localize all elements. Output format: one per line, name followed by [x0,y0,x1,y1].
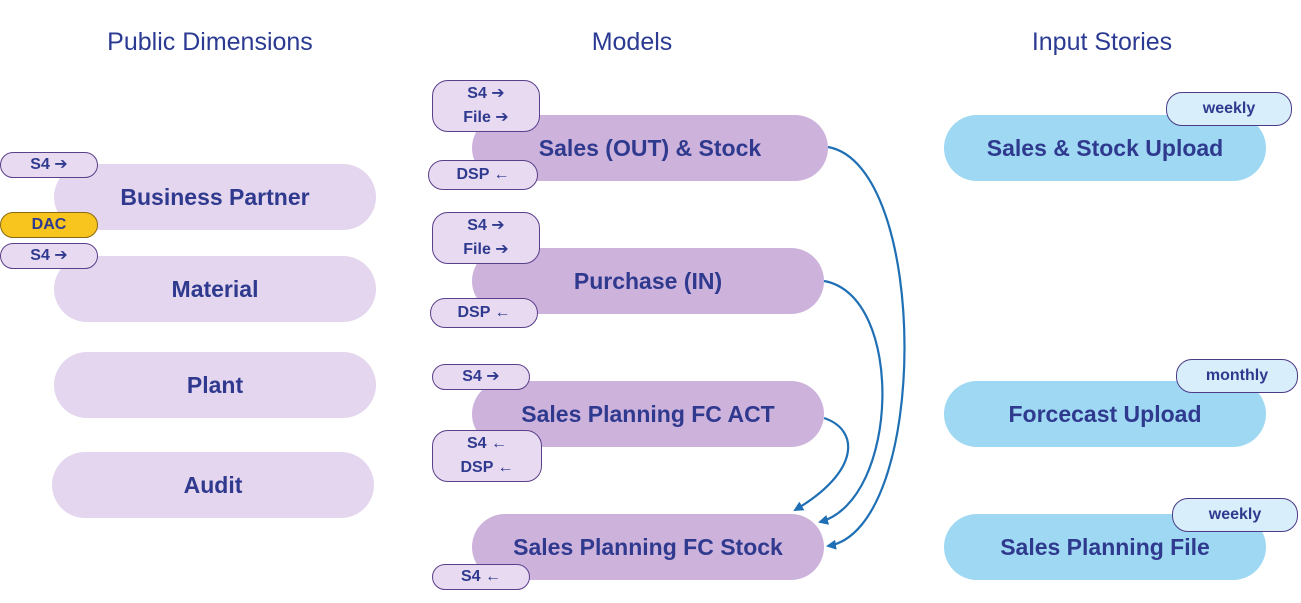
tag-story3-frequency: weekly [1172,498,1298,532]
dimension-material: Material [54,256,376,322]
tag-story2-frequency: monthly [1176,359,1298,393]
tag-m2-dsp-outbound: DSP ← [430,298,538,328]
tag-m1-s4: S4 ➔ [467,85,505,102]
tag-story1-frequency: weekly [1166,92,1292,126]
tag-m3-outbound: S4 ← DSP ← [432,430,542,482]
tag-m3-s4-inbound: S4 ➔ [432,364,530,390]
tag-m3-dsp-out: DSP ← [460,459,514,476]
header-public-dimensions: Public Dimensions [107,28,313,56]
dimension-audit: Audit [52,452,374,518]
header-models: Models [591,28,673,56]
tag-m2-inbound: S4 ➔ File ➔ [432,212,540,264]
story-forecast-upload: Forcecast Upload [944,381,1266,447]
dimension-business-partner: Business Partner [54,164,376,230]
tag-bp-dac: DAC [0,212,98,238]
tag-m2-s4: S4 ➔ [467,217,505,234]
tag-m3-s4-out: S4 ← [466,435,507,452]
tag-m1-file: File ➔ [463,109,509,126]
arrow-purchase-to-fc-stock [818,279,884,525]
story-sales-stock-upload: Sales & Stock Upload [944,115,1266,181]
tag-m1-inbound: S4 ➔ File ➔ [432,80,540,132]
model-sales-planning-fc-stock: Sales Planning FC Stock [472,514,824,580]
dimension-plant: Plant [54,352,376,418]
arrow-sales-out-to-fc-stock [826,145,906,550]
tag-material-s4-inbound: S4 ➔ [0,243,98,269]
tag-m1-dsp-outbound: DSP ← [428,160,538,190]
tag-bp-s4-inbound: S4 ➔ [0,152,98,178]
arrow-fc-act-to-fc-stock [793,416,850,512]
header-input-stories: Input Stories [1031,28,1173,56]
tag-m2-file: File ➔ [463,241,509,258]
tag-m4-s4-outbound: S4 ← [432,564,530,590]
